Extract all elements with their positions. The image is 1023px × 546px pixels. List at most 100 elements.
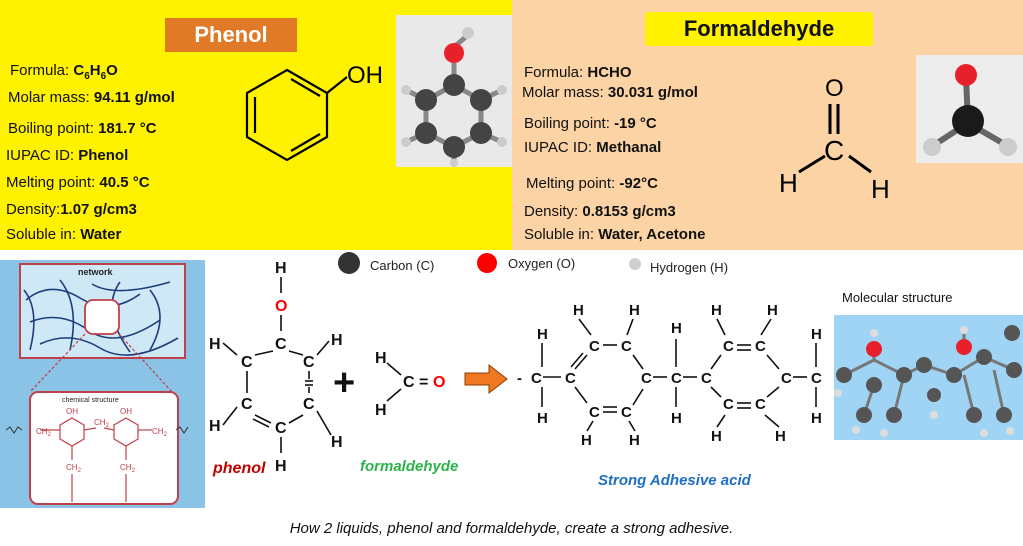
formaldehyde-rx-h-bottom: H	[375, 402, 387, 419]
formaldehyde-rx-c: C	[403, 374, 415, 391]
formaldehyde-formula: Formula: HCHO	[524, 64, 632, 81]
phenol-formula-h-sub: 6	[100, 71, 107, 82]
hydrogen-atom	[462, 27, 474, 39]
carbon-atom	[415, 122, 437, 144]
phenol-c4: C	[241, 396, 253, 413]
formaldehyde-formula-label: Formula:	[524, 64, 588, 81]
phenol-h-right-top: H	[331, 332, 343, 349]
phenol-c6: C	[275, 420, 287, 437]
product-h10: H	[767, 302, 778, 319]
formaldehyde-soluble: Soluble in: Water, Acetone	[524, 226, 705, 243]
phenol-soluble-label: Soluble in:	[6, 226, 81, 243]
phenol-boiling-point: Boiling point: 181.7 °C	[8, 120, 157, 137]
phenol-molar-label: Molar mass:	[8, 89, 94, 106]
product-h9: H	[711, 302, 722, 319]
product-h8: H	[671, 410, 682, 427]
molecular-structure-svg	[834, 325, 1022, 437]
phenol-formula-label: Formula:	[10, 62, 74, 79]
carbon-legend-label: Carbon (C)	[370, 258, 435, 273]
phenol-formula-o: O	[106, 62, 118, 79]
phenol-h-top: H	[275, 260, 287, 277]
phenol-c3: C	[303, 354, 315, 371]
phenol-oh-label: OH	[347, 62, 383, 89]
product-h14: H	[811, 410, 822, 427]
oxygen-atom	[866, 341, 882, 357]
formaldehyde-ball-stick-svg	[923, 64, 1017, 156]
product-c6: C	[621, 404, 632, 421]
carbon-legend-icon	[338, 252, 360, 274]
phenol-h-bottom: H	[275, 458, 287, 475]
product-c5: C	[589, 404, 600, 421]
formaldehyde-skeletal-structure: O C H H	[779, 75, 890, 202]
network-title: network	[78, 267, 114, 277]
phenol-h-right-bottom: H	[331, 434, 343, 451]
carbon-atom	[443, 74, 465, 96]
carbon-atom	[952, 105, 984, 137]
carbon-atom	[470, 122, 492, 144]
product-c2: C	[565, 370, 576, 387]
formaldehyde-melting-value: -92°C	[619, 175, 658, 192]
phenol-density-label: Density:	[6, 201, 61, 218]
formaldehyde-molar-mass: Molar mass: 30.031 g/mol	[522, 84, 698, 101]
product-c3: C	[589, 338, 600, 355]
chemical-structure-box	[29, 391, 179, 505]
hydrogen-legend-icon	[629, 258, 641, 270]
phenol-soluble-value: Water	[80, 226, 122, 243]
formaldehyde-iupac: IUPAC ID: Methanal	[524, 139, 661, 156]
phenol-soluble: Soluble in: Water	[6, 226, 121, 243]
phenol-iupac-label: IUPAC ID:	[6, 147, 79, 164]
phenol-melting-value: 40.5 °C	[99, 174, 150, 191]
phenol-c2: C	[241, 354, 253, 371]
zoom-region	[84, 299, 120, 335]
phenol-melting-label: Melting point:	[6, 174, 100, 191]
ch2-label-3: CH2	[152, 427, 168, 438]
formaldehyde-title: Formaldehyde	[645, 12, 873, 46]
phenol-iupac: IUPAC ID: Phenol	[6, 147, 128, 164]
formaldehyde-h-left: H	[779, 168, 798, 198]
oh-label: OH	[66, 407, 78, 416]
product-h7: H	[671, 320, 682, 337]
formaldehyde-density: Density: 0.8153 g/cm3	[524, 203, 676, 220]
oxygen-atom	[955, 64, 977, 86]
phenol-c1: C	[275, 336, 287, 353]
formaldehyde-density-label: Density:	[524, 203, 583, 220]
product-h4: H	[629, 302, 640, 319]
carbon-atom	[443, 136, 465, 158]
phenol-label: phenol	[213, 460, 266, 477]
product-h3: H	[573, 302, 584, 319]
formaldehyde-soluble-value: Water, Acetone	[598, 226, 706, 243]
phenol-formula-h: H	[89, 62, 101, 79]
carbon-atom	[470, 89, 492, 111]
hydrogen-atom	[497, 85, 507, 95]
formaldehyde-boiling-value: -19 °C	[614, 115, 657, 132]
hydrogen-atom	[401, 137, 411, 147]
product-c4: C	[621, 338, 632, 355]
formaldehyde-boiling-point: Boiling point: -19 °C	[524, 115, 657, 132]
chain-end-squiggle	[5, 426, 189, 434]
formaldehyde-rx-h-top: H	[375, 350, 387, 367]
product-c9: C	[701, 370, 712, 387]
formaldehyde-label: formaldehyde	[360, 458, 459, 475]
product-c1: C	[531, 370, 542, 387]
oxygen-atom	[444, 43, 464, 63]
phenol-molar-value: 94.11 g/mol	[93, 89, 175, 106]
formaldehyde-rx-double-bond: =	[419, 374, 428, 391]
formaldehyde-boiling-label: Boiling point:	[524, 115, 615, 132]
phenol-ball-stick-model	[396, 15, 513, 167]
product-c15: C	[811, 370, 822, 387]
product-c10: C	[723, 338, 734, 355]
product-c8: C	[671, 370, 682, 387]
formaldehyde-iupac-value: Methanal	[596, 139, 662, 156]
oh-label: OH	[120, 407, 132, 416]
formaldehyde-iupac-label: IUPAC ID:	[524, 139, 597, 156]
formaldehyde-o-label: O	[825, 75, 844, 102]
oxygen-legend-label: Oxygen (O)	[508, 256, 576, 271]
oxygen-legend-icon	[477, 253, 497, 273]
phenol-iupac-value: Phenol	[78, 147, 129, 164]
plus-sign: +	[333, 362, 355, 404]
phenol-formula-c-sub: 6	[84, 71, 90, 82]
formaldehyde-soluble-label: Soluble in:	[524, 226, 599, 243]
hydrogen-legend-label: Hydrogen (H)	[650, 260, 729, 275]
formaldehyde-ball-stick-model	[916, 55, 1023, 163]
phenol-c5: C	[303, 396, 315, 413]
